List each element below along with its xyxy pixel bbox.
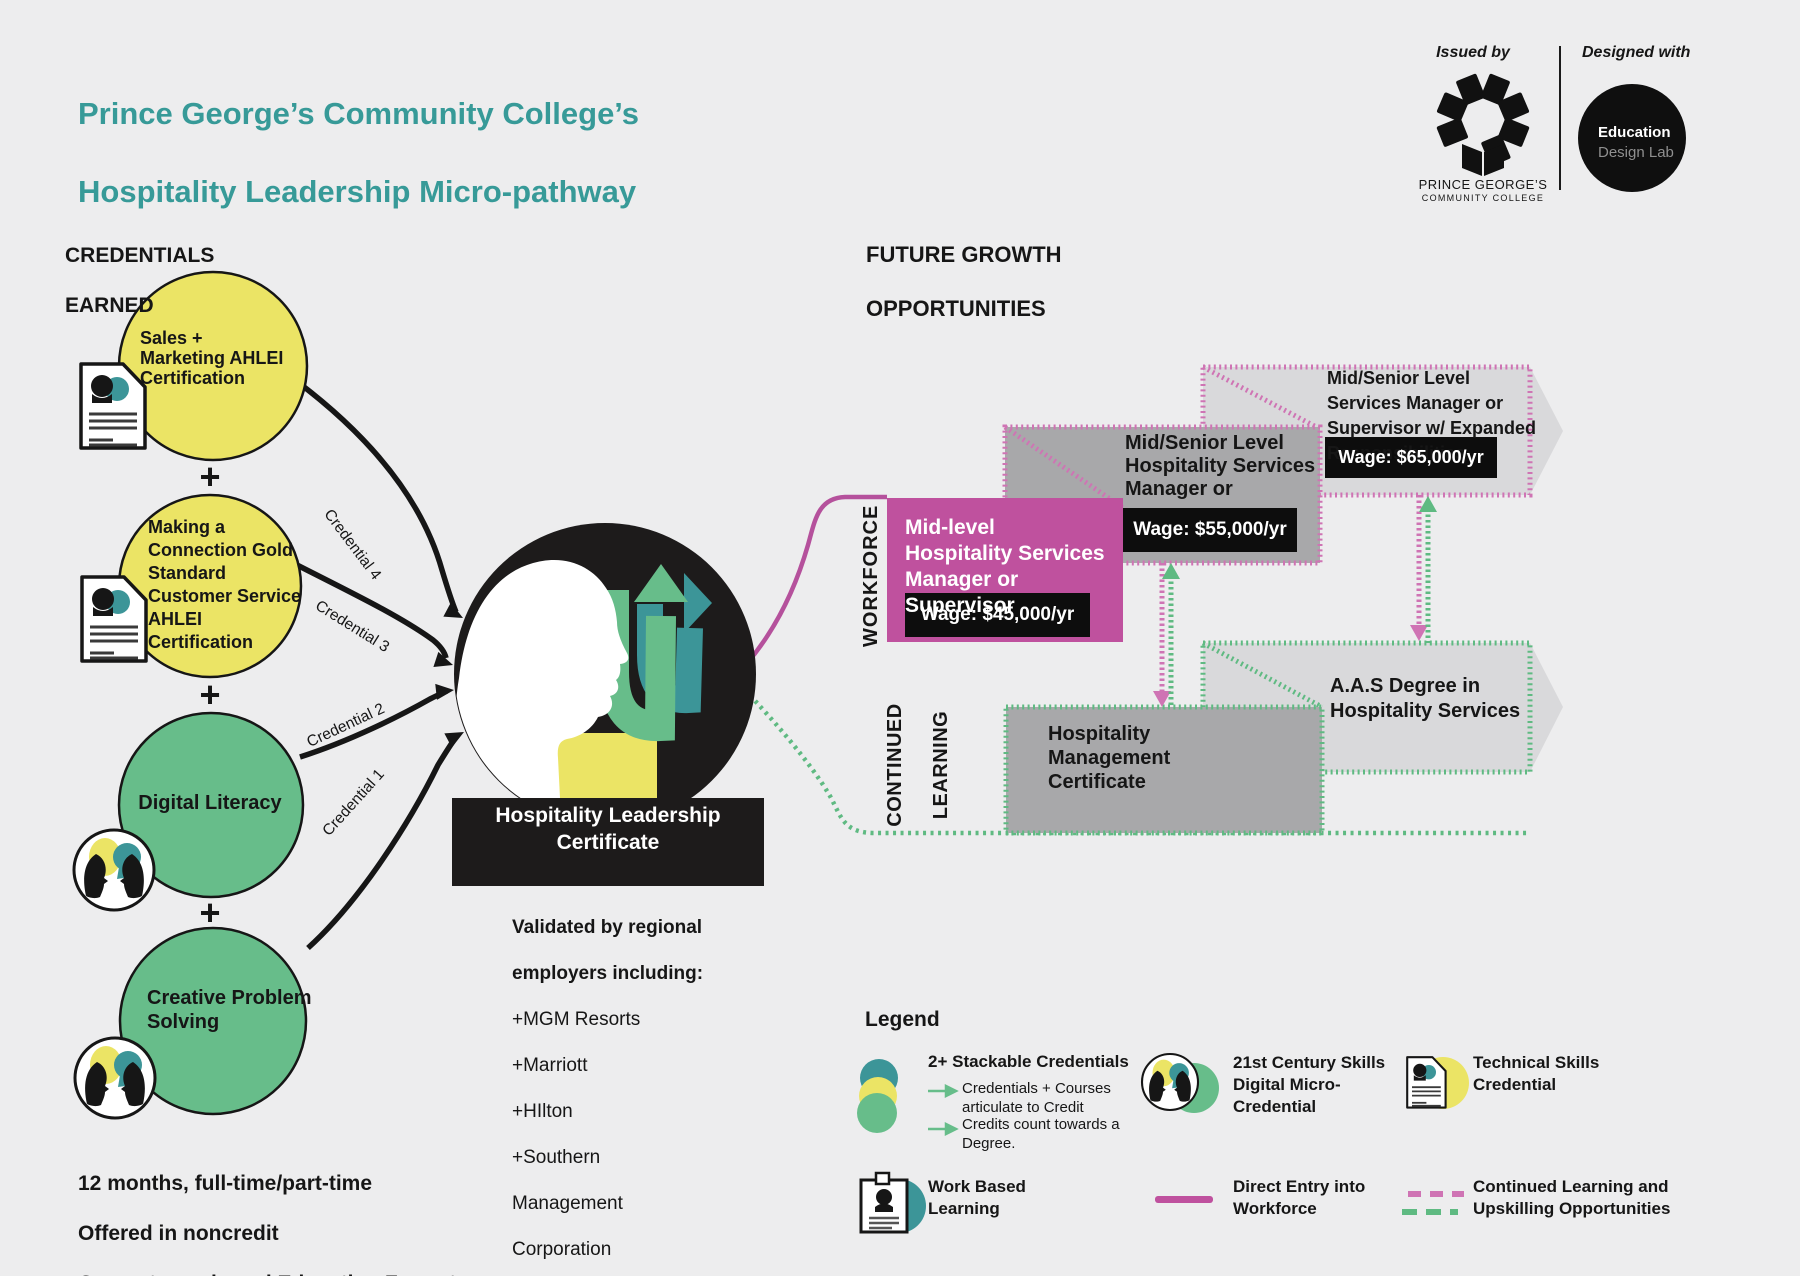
plus-sign: + [199,674,221,715]
issued-by-label: Issued by [1436,44,1510,61]
certificate-icon [79,362,148,663]
issuer-name-line1: PRINCE GEORGE’S [1418,177,1548,192]
legend-21st-label: 21st Century Skills Digital Micro-Creden… [1233,1053,1386,1116]
work-based-learning-icon [859,1171,926,1234]
legend-technical-label: Technical Skills Credential [1473,1053,1600,1094]
legend-direct-entry-label: Direct Entry into Workforce [1233,1177,1366,1218]
credential-connector-arrowheads [433,602,464,748]
legend-work-based-label: Work Based Learning [928,1177,1026,1218]
validated-by-block: Validated by regional employers includin… [512,893,742,1276]
workforce-path-line [746,494,887,664]
certificate-banner-title: Hospitality Leadership Certificate [495,804,721,854]
continued-learning-path-line [743,688,1530,836]
employer-item: +Marriott [512,1055,588,1076]
upskilling-connector-1 [1153,563,1180,707]
hmc-label: Hospitality Management Certificate [1048,723,1171,793]
program-details: 12 months, full-time/part-time Offered i… [78,1172,456,1276]
certificate-banner [452,798,764,886]
legend-arrow-icon [928,1083,959,1137]
credential-circle-label-2: Making a Connection Gold Standard Custom… [148,517,302,652]
legend-title: Legend [865,1008,940,1031]
credential-circle-label-3: Digital Literacy [138,792,282,814]
plus-sign: + [199,456,221,497]
midlevel-manager-box [887,498,1123,642]
issuer-name-line2: COMMUNITY COLLEGE [1421,193,1545,203]
employer-item: Corporation [512,1239,612,1260]
job-title-senior-expanded: Mid/Senior Level Services Manager or Sup… [1327,368,1537,463]
job-title-midlevel: Mid-level Hospitality Services Manager o… [905,516,1105,617]
credential-connector-curves [289,374,459,951]
head-silhouette [455,560,629,798]
designed-with-label: Designed with [1582,44,1691,61]
continued-dashes-icon [1402,1191,1464,1215]
employer-item: +HIlton [512,1101,573,1122]
yellow-square [545,733,657,799]
workforce-label: WORKFORCE [860,504,882,647]
aas-degree-label: A.A.S Degree in Hospitality Services [1330,675,1521,722]
future-growth-heading: FUTURE GROWTH OPPORTUNITIES [866,242,1062,321]
pgcc-logo [1436,73,1530,176]
continued-learning-label: CONTINUED LEARNING [884,703,952,827]
legend-stackable-label: 2+ Stackable Credentials [928,1052,1129,1071]
legend-technical-icon [1406,1056,1469,1109]
employer-item: Management [512,1193,623,1214]
credential-circle-label-4: Creative Problem Solving [147,987,312,1033]
design-lab-line2: Design Lab [1598,144,1674,161]
direct-entry-line-icon [1155,1196,1213,1203]
upskilling-connector-2 [1410,495,1437,643]
legend-stackable-sub1: Credentials + Courses articulate to Cred… [962,1080,1111,1116]
credentials-earned-heading: CREDENTIALS EARNED [65,244,215,317]
employer-item: +Southern [512,1147,601,1168]
wage-badge-midlevel: Wage: $45,000/yr [920,604,1075,625]
legend-21st-icon [1142,1054,1219,1113]
design-lab-line1: Education [1598,124,1671,141]
hub-circle-art [452,523,764,886]
hospitality-management-certificate-box [1003,704,1325,836]
page-title-line2: Hospitality Leadership Micro-pathway [78,174,637,209]
employer-item: +MGM Resorts [512,1009,641,1030]
plus-sign: + [199,892,221,933]
wage-badge-senior: Wage: $55,000/yr [1133,519,1287,540]
job-title-senior: Mid/Senior Level Hospitality Services Ma… [1125,432,1316,500]
page-title-line1: Prince George’s Community College’s [78,96,640,131]
legend-stackable-sub2: Credits count towards a Degree. [962,1116,1120,1152]
legend-continued-label: Continued Learning and Upskilling Opport… [1473,1177,1671,1218]
credential-circles [117,270,309,1116]
stacked-circles-icon [857,1059,898,1133]
wage-badge-senior-expanded: Wage: $65,000/yr [1338,447,1484,467]
education-design-lab-logo [1578,84,1686,192]
page-title: Prince George’s Community College’s Hosp… [78,55,639,250]
credential-circle-label-1: Sales + Marketing AHLEI Certification [140,328,284,388]
